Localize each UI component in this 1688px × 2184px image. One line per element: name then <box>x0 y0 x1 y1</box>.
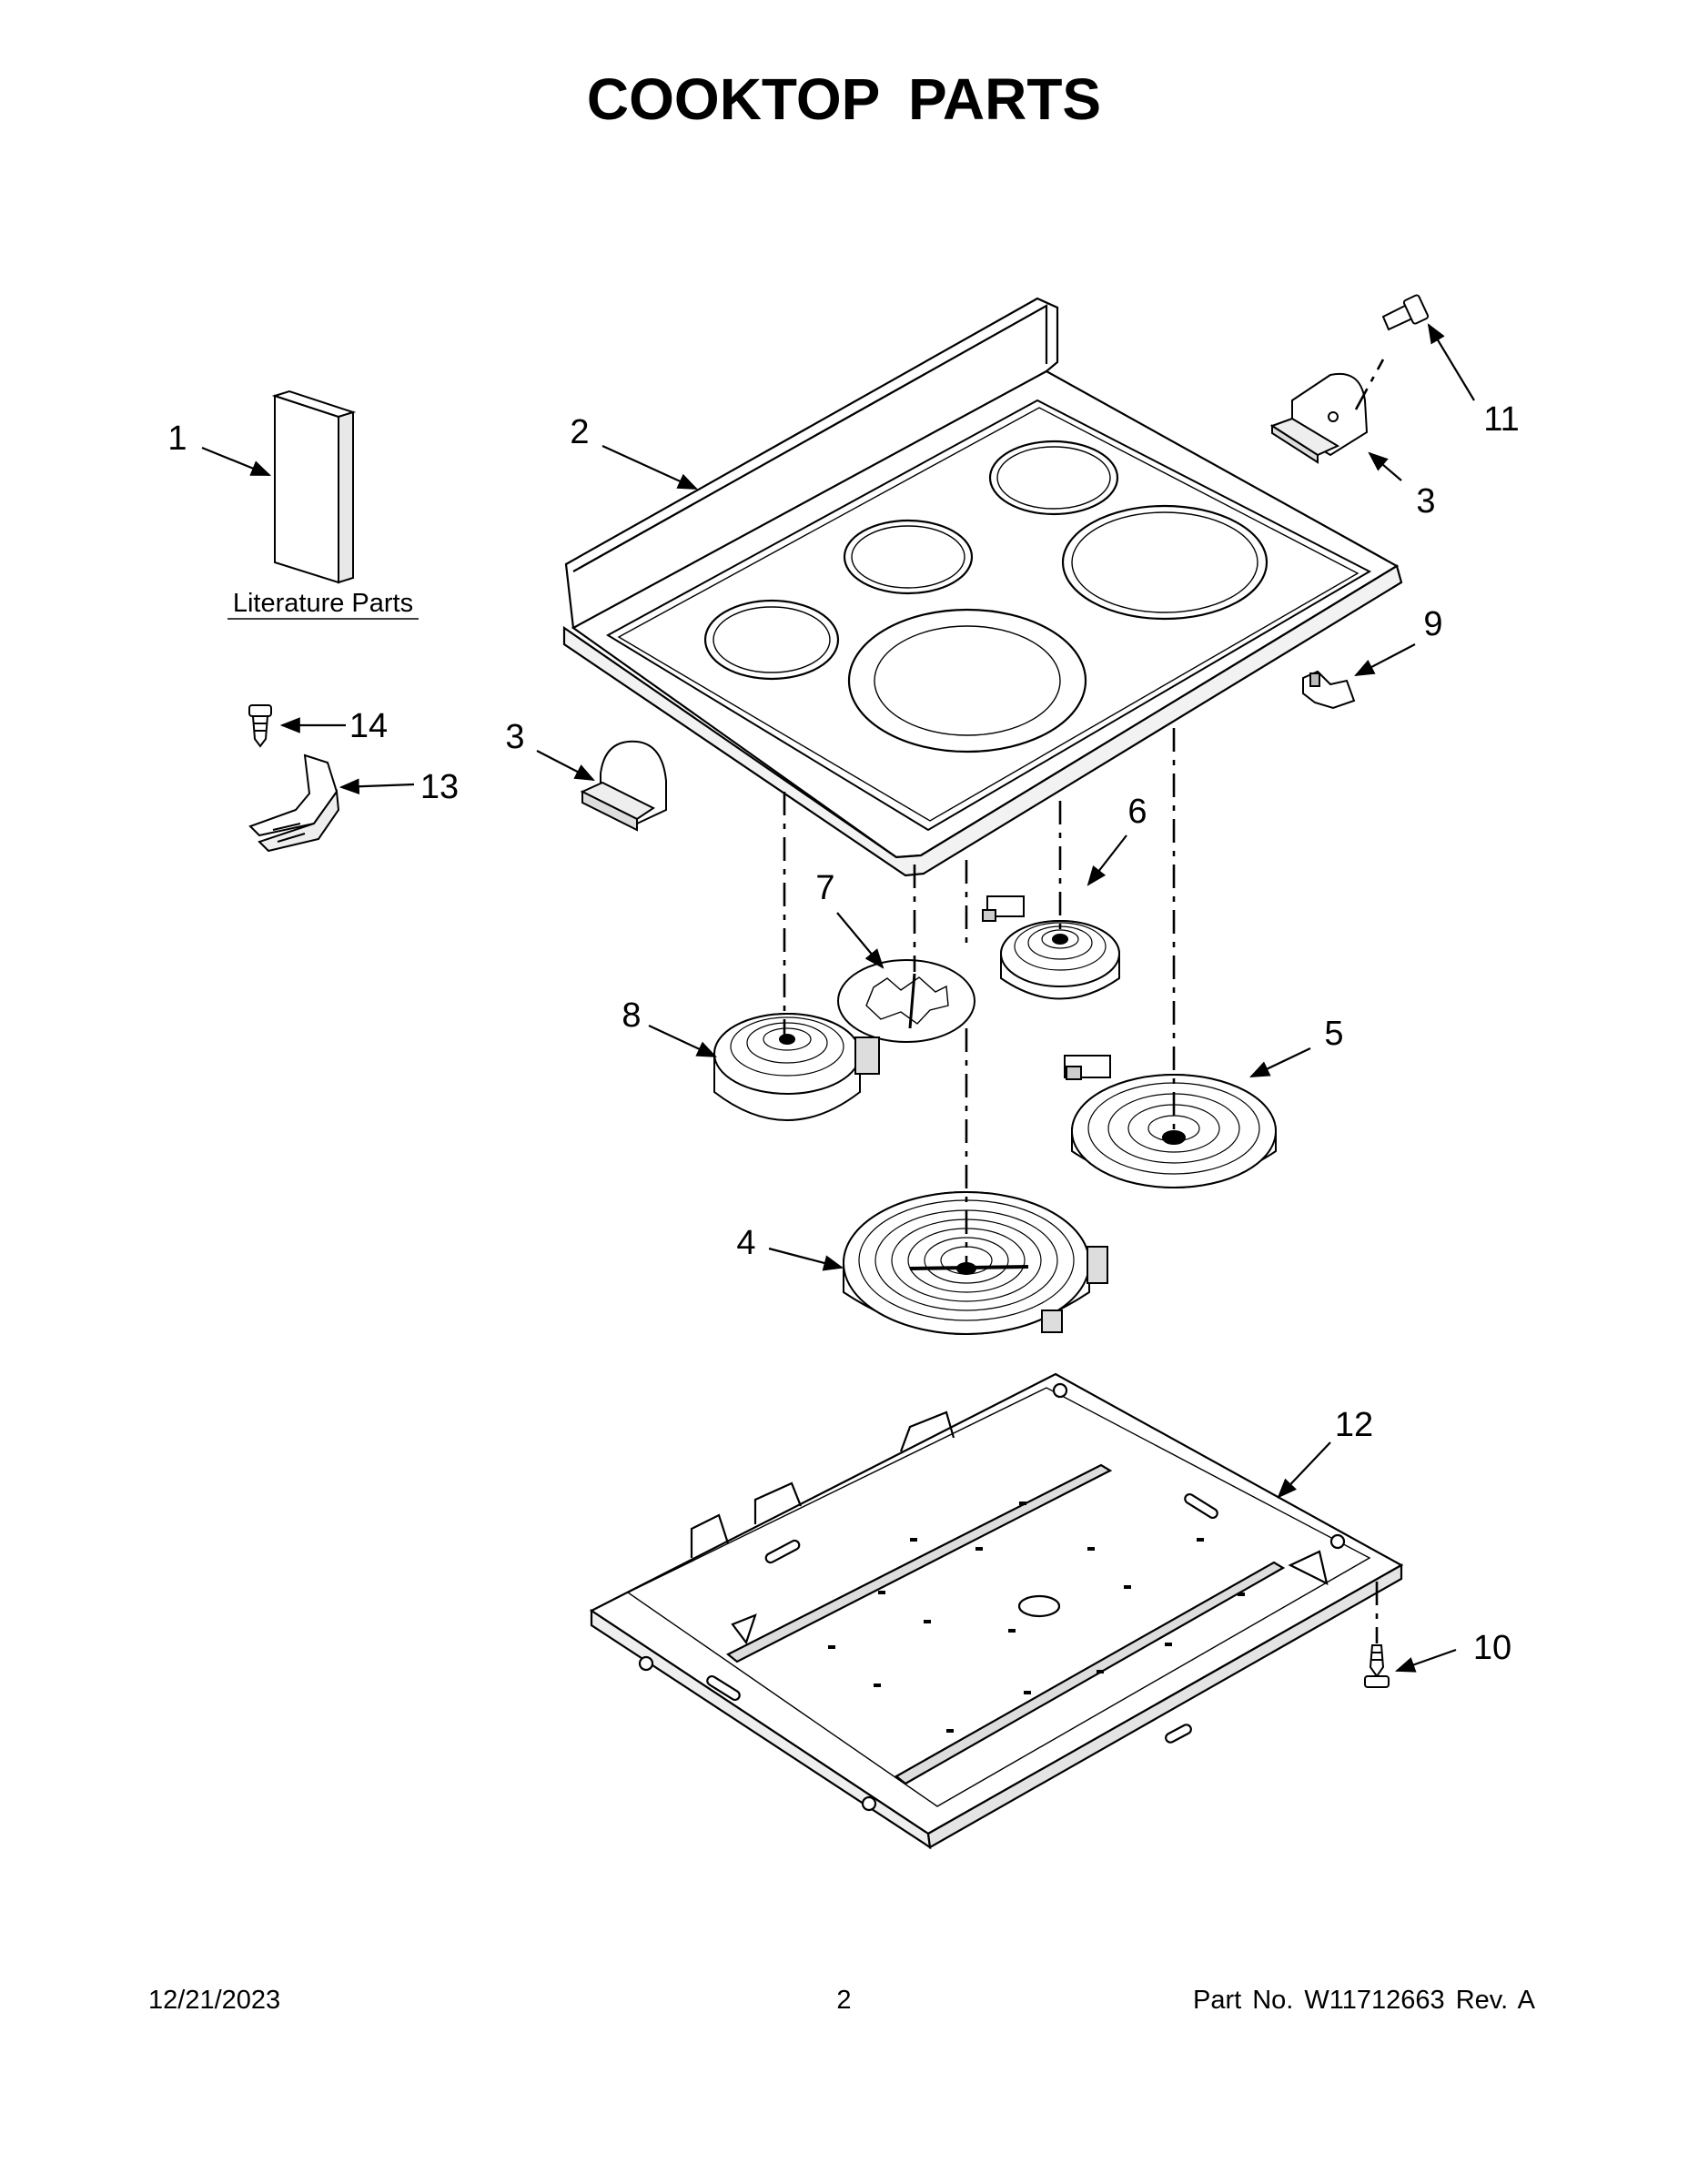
literature-parts-label: Literature Parts <box>233 589 413 618</box>
footer-part-number: Part No. W11712663 Rev. A <box>1192 1986 1535 2015</box>
callout-3-left: 3 <box>505 718 524 756</box>
footer-date: 12/21/2023 <box>148 1986 281 2015</box>
callout-7: 7 <box>815 869 834 907</box>
callout-14: 14 <box>349 707 388 745</box>
screw-part-10 <box>1364 1644 1390 1688</box>
plate-part-7 <box>837 959 975 1043</box>
leader-arrows <box>201 323 1475 1673</box>
callout-12: 12 <box>1335 1406 1373 1444</box>
element-part-5 <box>1064 1055 1277 1188</box>
callout-6: 6 <box>1127 793 1147 831</box>
cooktop-top-part-2 <box>562 297 1403 877</box>
element-part-4 <box>843 1191 1108 1335</box>
screw-part-11 <box>1381 294 1430 331</box>
pan-detail-marks <box>828 1502 1245 1733</box>
callout-2: 2 <box>570 413 589 451</box>
clip-part-9 <box>1302 670 1356 710</box>
bracket-part-13 <box>248 753 340 853</box>
callout-13: 13 <box>420 768 459 806</box>
callout-4: 4 <box>736 1224 755 1262</box>
element-part-8 <box>713 1013 880 1121</box>
bracket-part-3-left <box>580 740 667 832</box>
screw-part-14 <box>248 704 272 748</box>
callout-5: 5 <box>1324 1015 1343 1053</box>
callout-11: 11 <box>1483 400 1519 439</box>
element-part-6 <box>982 895 1120 1000</box>
callout-9: 9 <box>1423 605 1442 643</box>
callout-10: 10 <box>1473 1629 1511 1667</box>
bottom-pan-part-12 <box>589 1372 1404 1850</box>
bracket-part-3-right <box>1269 372 1369 464</box>
callout-3-right: 3 <box>1416 482 1435 521</box>
callout-1: 1 <box>167 420 187 458</box>
callout-8: 8 <box>622 996 641 1035</box>
page-title: COOKTOP PARTS <box>586 66 1102 132</box>
assembly-lines <box>783 359 1385 1643</box>
literature-part-1 <box>271 389 357 584</box>
footer-page-number: 2 <box>836 1986 852 2015</box>
